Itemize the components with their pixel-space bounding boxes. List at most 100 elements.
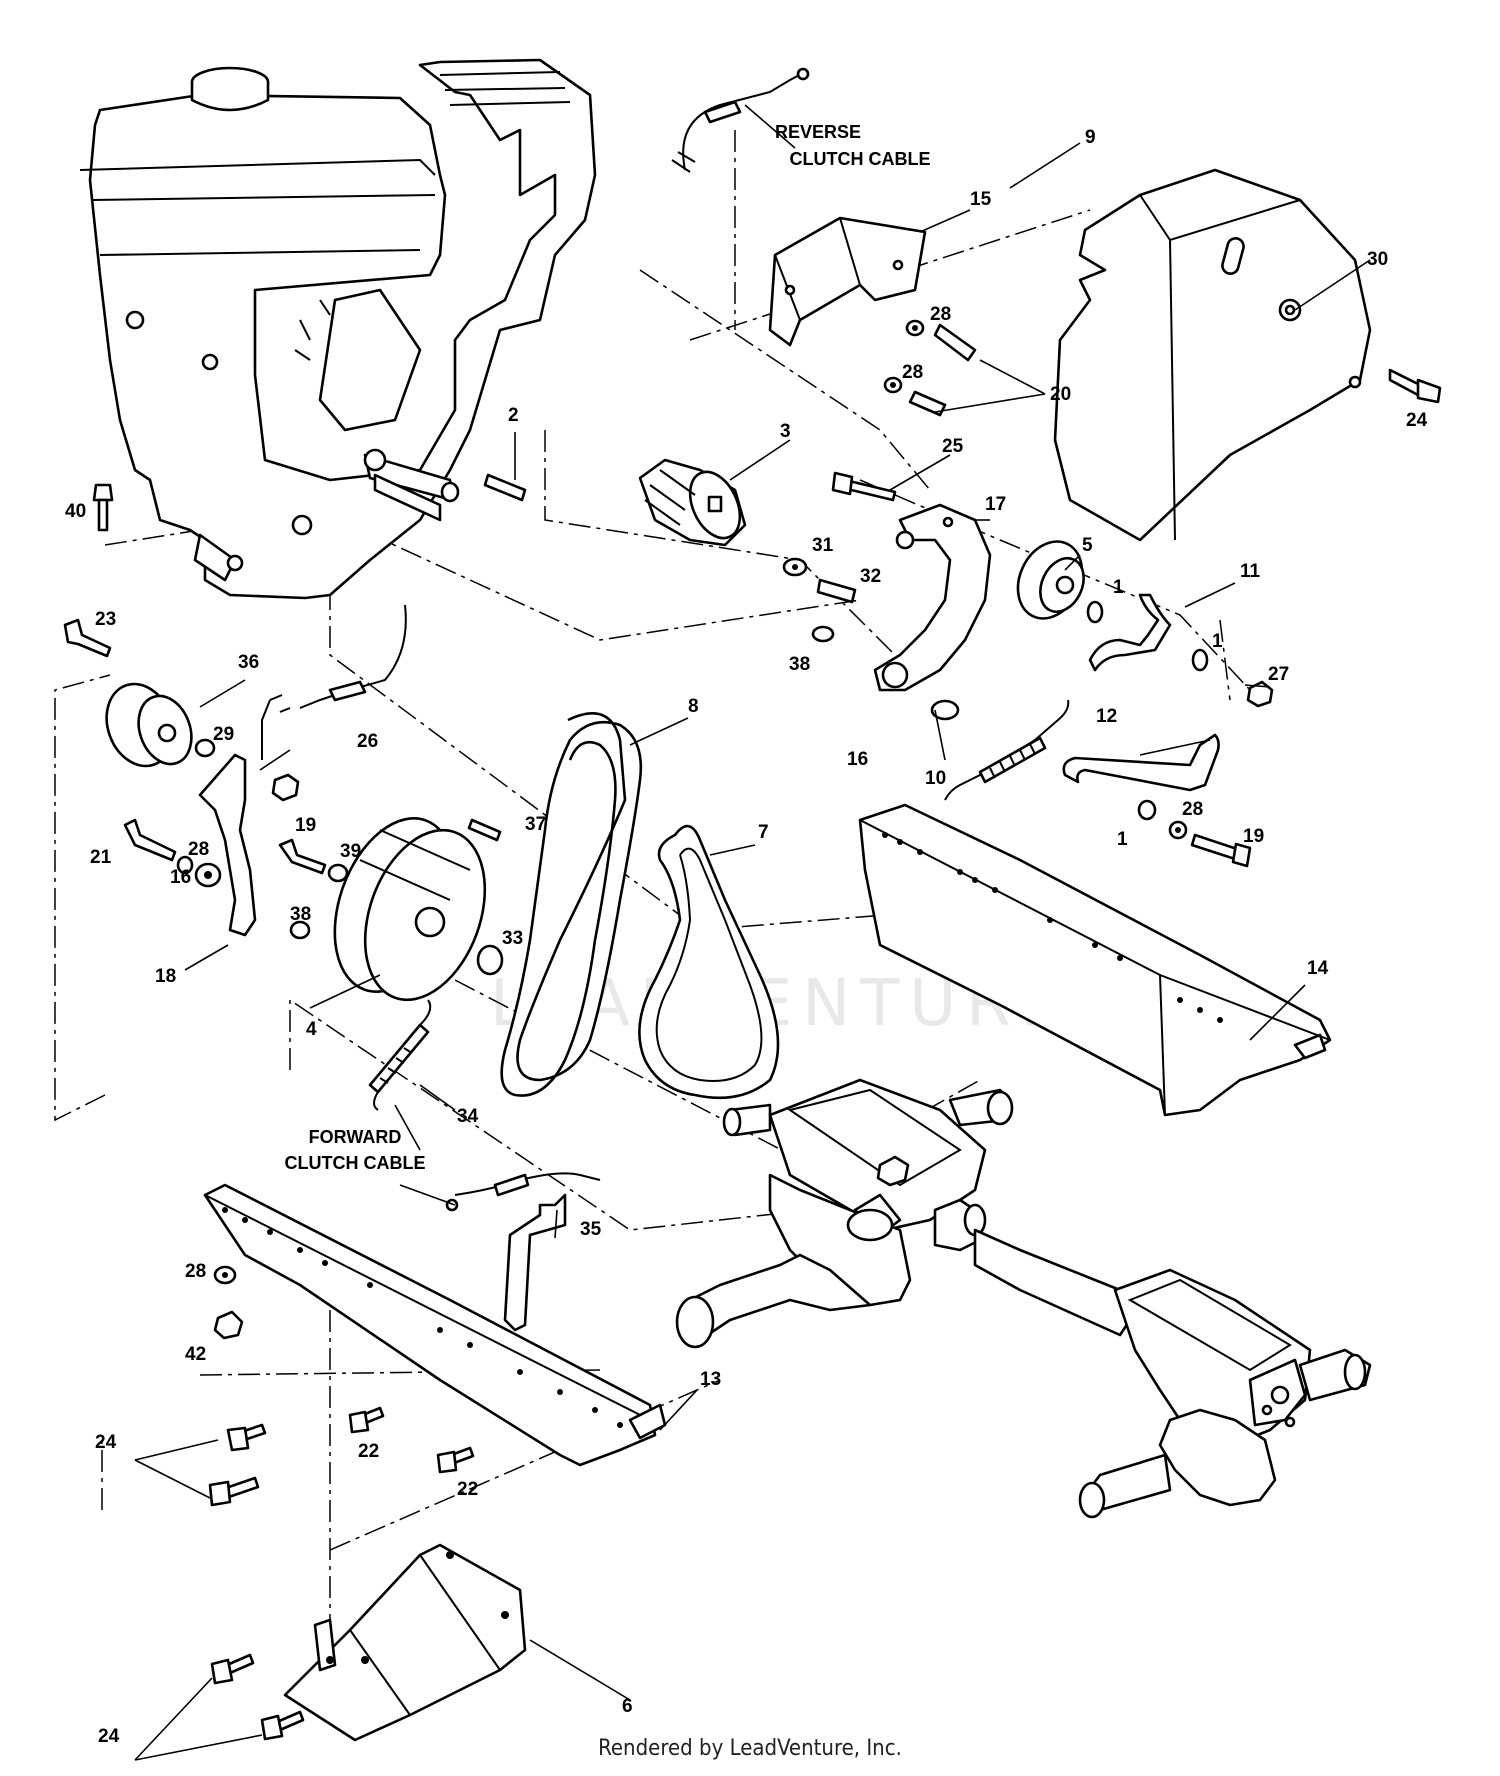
- callout: 25: [942, 436, 964, 457]
- forward-clutch-cable: [445, 1172, 601, 1212]
- callout: 23: [95, 609, 116, 630]
- forward-cable-upper: [261, 604, 407, 760]
- rod-11: [1088, 593, 1172, 672]
- bolts-24-bottom: [210, 1653, 305, 1741]
- spring-10: [944, 699, 1070, 801]
- belt-guard-cover: [1053, 168, 1372, 542]
- transmission: [675, 1078, 1372, 1519]
- reverse-caption-line1: REVERSE: [775, 122, 861, 142]
- callout: 6: [622, 1696, 633, 1717]
- bolt-40: [92, 483, 114, 532]
- callout: 18: [155, 966, 176, 987]
- bolts-24-22: [208, 1406, 475, 1507]
- callout: 12: [1096, 706, 1117, 727]
- callout: 14: [1307, 958, 1329, 979]
- callout: 9: [1085, 127, 1096, 148]
- callout: 24: [98, 1726, 120, 1747]
- callout: 1: [1117, 829, 1128, 850]
- callout: 28: [185, 1261, 206, 1282]
- callout: 34: [457, 1106, 479, 1127]
- callout: 4: [306, 1019, 317, 1040]
- cover-bolt: [1388, 368, 1442, 404]
- callout: 29: [213, 724, 234, 745]
- bracket-35: [503, 1193, 567, 1332]
- callout: 2: [508, 405, 519, 426]
- callout: 28: [1182, 799, 1203, 820]
- spring-34: [368, 999, 432, 1111]
- engine: [79, 58, 597, 600]
- callout: 19: [295, 815, 316, 836]
- callout: 39: [340, 841, 361, 862]
- callout: 19: [1243, 826, 1264, 847]
- callout: 27: [1268, 664, 1289, 685]
- shield-6: [283, 1543, 527, 1742]
- fasteners-19-39-38: [278, 838, 349, 940]
- callout: 28: [902, 362, 923, 383]
- forward-caption-line1: FORWARD: [309, 1127, 402, 1147]
- engine-shaft-parts: [373, 458, 747, 547]
- callout: 32: [860, 566, 881, 587]
- key-37: [467, 818, 502, 842]
- nut-27: [1246, 680, 1274, 708]
- callout: 31: [812, 535, 834, 556]
- forward-caption-line2: CLUTCH CABLE: [285, 1153, 426, 1173]
- belt-7: [638, 824, 780, 1100]
- callout: 20: [1050, 384, 1071, 405]
- callout: 11: [1240, 561, 1261, 582]
- callout: 17: [985, 494, 1006, 515]
- reverse-caption-line2: CLUTCH CABLE: [790, 149, 931, 169]
- idler-pulley: [1016, 540, 1085, 620]
- callout: 38: [789, 654, 810, 675]
- footer-credit: Rendered by LeadVenture, Inc.: [598, 1736, 902, 1761]
- callout: 24: [95, 1432, 117, 1453]
- callout: 16: [847, 749, 868, 770]
- belt-8: [500, 712, 643, 1097]
- callout: 33: [502, 928, 523, 949]
- callout: 22: [457, 1479, 478, 1500]
- reverse-clutch-cable: [671, 67, 810, 173]
- bracket-fasteners: [883, 319, 977, 417]
- callout: 38: [290, 904, 311, 925]
- callout: 40: [65, 501, 86, 522]
- leader-lines: [134, 104, 1371, 1761]
- washer-33: [476, 944, 504, 976]
- callout: 24: [1406, 410, 1428, 431]
- frame-rail-14: [858, 803, 1332, 1117]
- callout: 10: [925, 768, 946, 789]
- idler-arm: [873, 503, 992, 692]
- callout: 3: [780, 421, 791, 442]
- callout: 16: [170, 867, 191, 888]
- fasteners-21-28-16: [123, 818, 222, 888]
- callout: 15: [970, 189, 992, 210]
- washer-16-right: [930, 699, 960, 721]
- callout: 7: [758, 822, 769, 843]
- fasteners-28-19-right: [1168, 820, 1252, 868]
- washer-38-top: [811, 625, 835, 643]
- callout: 8: [688, 696, 699, 717]
- drive-pulley-4: [333, 817, 487, 1002]
- bolt-25: [831, 471, 897, 502]
- rod-12: [1062, 733, 1220, 792]
- callout: 1: [1212, 631, 1223, 652]
- callout: 21: [90, 847, 112, 868]
- callout: 1: [1113, 577, 1124, 598]
- callout: 28: [188, 839, 209, 860]
- callout: 28: [930, 304, 951, 325]
- callout: 22: [358, 1441, 379, 1462]
- callout: 13: [700, 1369, 721, 1390]
- washer-nut-28-42: [213, 1265, 244, 1340]
- callout: 26: [357, 731, 378, 752]
- bracket-18: [198, 753, 257, 937]
- bolt-23: [63, 618, 112, 658]
- callout: 37: [525, 814, 546, 835]
- callout: 30: [1367, 249, 1388, 270]
- cable-bracket: [768, 216, 927, 347]
- frame-rail-13: [203, 1183, 667, 1467]
- callout: 42: [185, 1344, 206, 1365]
- captions: REVERSE CLUTCH CABLE FORWARD CLUTCH CABL…: [285, 122, 931, 1173]
- washers-1: [1086, 600, 1209, 821]
- idler-pulley-36: [105, 682, 300, 802]
- callout: 36: [238, 652, 259, 673]
- callout: 5: [1082, 535, 1093, 556]
